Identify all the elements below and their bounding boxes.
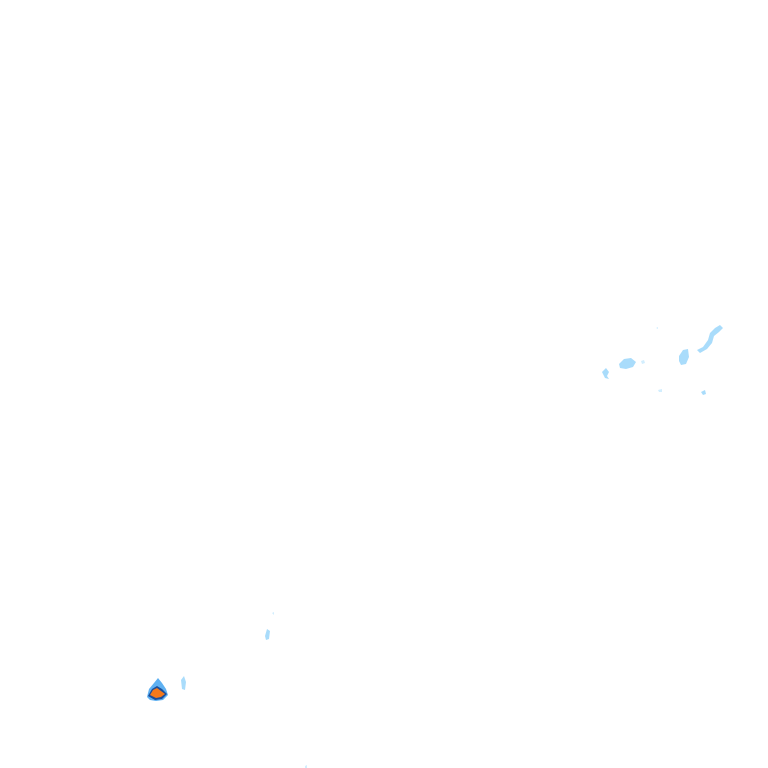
radar-echo-blob: [679, 349, 689, 365]
radar-echo-blob: [697, 325, 723, 353]
radar-echo-blob: [619, 358, 636, 369]
radar-echo-intense-core: [150, 688, 165, 698]
radar-echo-blob: [602, 368, 609, 379]
radar-echo-blob: [305, 765, 307, 768]
radar-echo-blob: [641, 360, 645, 364]
radar-echo-blob: [181, 676, 186, 690]
radar-echo-blob: [658, 389, 662, 392]
radar-echo-east-cluster: [602, 349, 706, 395]
radar-echo-blob: [656, 327, 658, 329]
radar-echo-blob: [272, 612, 274, 615]
radar-echo-northeast-streak: [656, 325, 723, 353]
radar-echo-southwest-storm-cell: [147, 676, 186, 701]
radar-echo-blob: [701, 390, 706, 395]
radar-echo-central-south-fleck: [265, 612, 307, 768]
radar-echo-blob: [265, 629, 270, 640]
